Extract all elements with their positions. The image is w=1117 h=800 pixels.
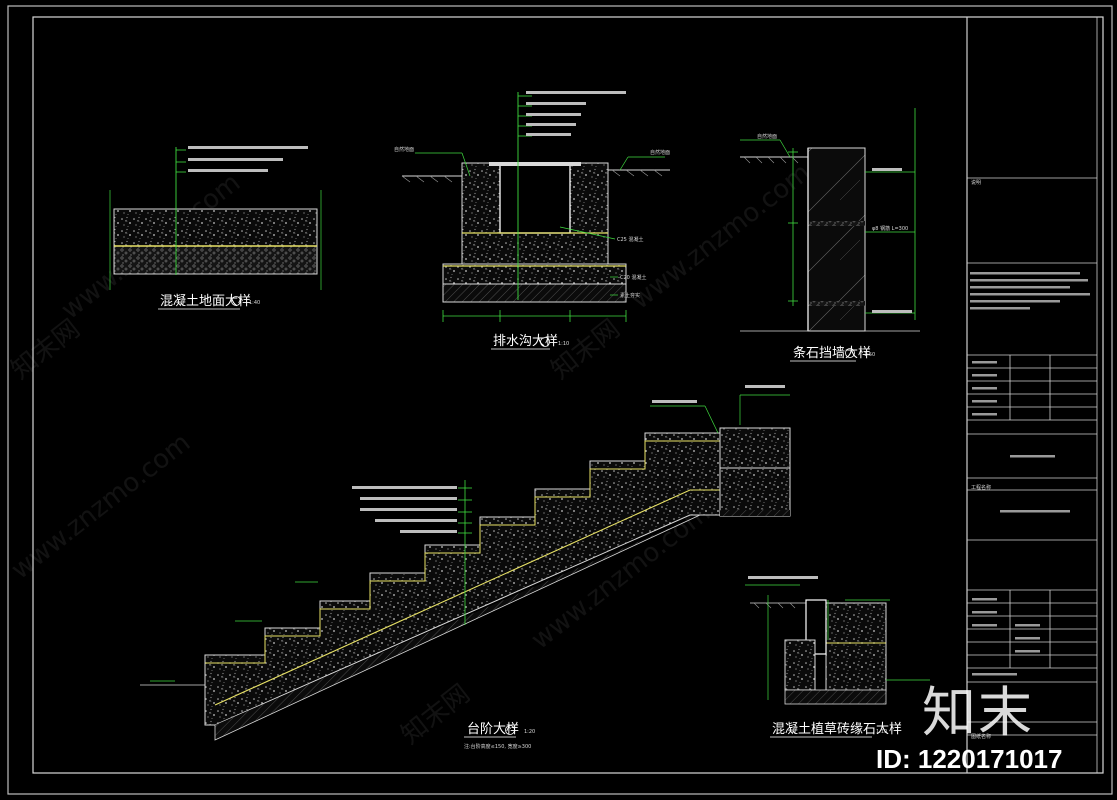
title-drainage-ditch: 排水沟大样 — [493, 334, 558, 349]
detail-concrete-paving: 混凝土地面大样 1:40 — [109, 146, 322, 310]
title-block — [966, 17, 1098, 773]
note-steps: 注:台阶高度≤150, 宽度≥300 — [464, 743, 531, 750]
callout-ditch-right: 自然地面 — [650, 149, 670, 156]
detail-retaining-wall: 自然地面 φ8 钢筋 L=300 条石挡墙大样 1:50 — [740, 108, 920, 362]
title-retaining-wall: 条石挡墙大样 — [793, 345, 871, 361]
tb-drawing-label: 图纸名称 — [971, 733, 991, 740]
outer-frame — [7, 5, 1113, 795]
callout-ditch-soil: 素土夯实 — [620, 292, 640, 299]
scale-steps: 1:20 — [524, 729, 535, 735]
detail-drainage-ditch: 自然地面 自然地面 C25 混凝土 C20 混凝土 素土夯实 排水沟大样 1:1… — [394, 91, 670, 350]
callout-ditch-c20: C20 混凝土 — [620, 274, 646, 281]
scale-concrete-paving: 1:40 — [249, 300, 260, 306]
detail-curb: 混凝土植草砖缘石大样 1:10 — [745, 576, 930, 738]
inner-frame — [32, 16, 1104, 774]
title-concrete-paving: 混凝土地面大样 — [160, 293, 251, 309]
tb-project-label: 工程名称 — [971, 484, 991, 491]
callout-wall-anchor: φ8 钢筋 L=300 — [872, 225, 908, 232]
watermark-site: www.znzmo.com — [626, 158, 816, 316]
title-block-text: 说明 工程名称 图纸名称 — [970, 179, 1090, 740]
scale-drainage-ditch: 1:10 — [558, 341, 569, 347]
title-steps: 台阶大样 — [467, 722, 519, 737]
scale-retaining-wall: 1:50 — [864, 352, 875, 358]
watermark-site: www.znzmo.com — [6, 428, 196, 586]
callout-ditch-left: 自然地面 — [394, 146, 414, 153]
watermark-cn: 知末网 — [6, 314, 86, 386]
callout-ditch-c25: C25 混凝土 — [617, 236, 643, 243]
watermark-cn: 知末网 — [546, 314, 626, 386]
brand-logo: 知末 — [922, 681, 1034, 744]
detail-steps: 台阶大样 1:20 注:台阶高度≤150, 宽度≥300 — [140, 385, 791, 750]
resource-id: ID: 1220171017 — [876, 744, 1063, 774]
tb-notes-heading: 说明 — [971, 179, 981, 186]
title-curb: 混凝土植草砖缘石大样 — [772, 721, 902, 737]
scale-curb: 1:10 — [876, 729, 887, 735]
watermark-cn: 知末网 — [396, 679, 476, 751]
callout-wall-top: 自然地面 — [757, 133, 777, 140]
